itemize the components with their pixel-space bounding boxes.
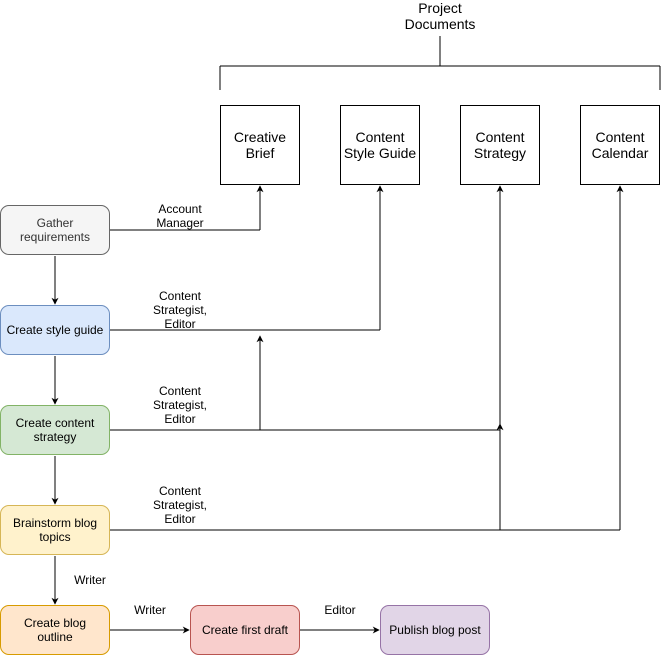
step-create-content-strategy: Create content strategy	[0, 405, 110, 455]
edge-label-writer-right: Writer	[134, 603, 166, 617]
edge-label-writer-down: Writer	[74, 573, 106, 587]
step-create-first-draft: Create first draft	[190, 605, 300, 655]
edge-label-editor-right: Editor	[324, 603, 356, 617]
diagram-title: Project Documents	[404, 0, 476, 32]
edge-styleguide-to-doc	[110, 185, 384, 331]
step-create-style-guide: Create style guide	[0, 305, 110, 355]
documents-bracket	[219, 36, 661, 90]
edge-label-strategist-editor-2: Content Strategist, Editor	[152, 384, 208, 426]
edge-label-strategist-editor-3: Content Strategist, Editor	[152, 484, 208, 526]
doc-creative-brief: Creative Brief	[220, 105, 300, 185]
doc-content-calendar: Content Calendar	[580, 105, 660, 185]
doc-content-strategy: Content Strategy	[460, 105, 540, 185]
step-brainstorm-blog-topics: Brainstorm blog topics	[0, 505, 110, 555]
edge-label-account-manager: Account Manager	[156, 202, 204, 230]
edge-strategy-to-docs	[110, 185, 504, 431]
edge-label-strategist-editor-1: Content Strategist, Editor	[152, 289, 208, 331]
step-gather-requirements: Gather requirements	[0, 205, 110, 255]
doc-content-style-guide: Content Style Guide	[340, 105, 420, 185]
edge-gather-to-brief	[110, 185, 264, 231]
edge-brainstorm-to-docs	[110, 185, 624, 531]
step-create-blog-outline: Create blog outline	[0, 605, 110, 655]
step-publish-blog-post: Publish blog post	[380, 605, 490, 655]
